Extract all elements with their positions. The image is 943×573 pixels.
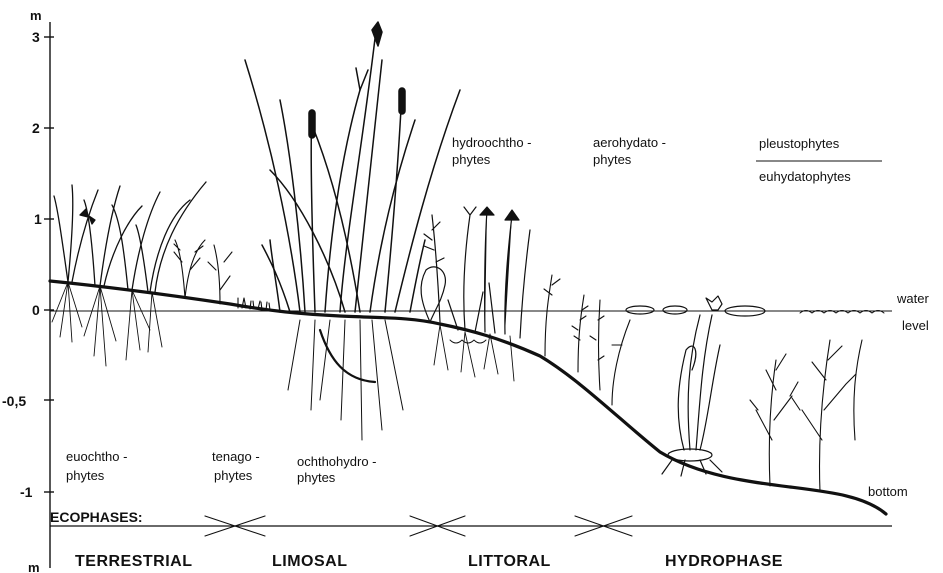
depth-axis: m m 3 2 1 0 -0,5 -1 — [2, 8, 54, 573]
bottom-label: bottom — [868, 484, 908, 499]
label-tenagophytes-2: phytes — [214, 468, 253, 483]
side-annotations: water level bottom ECOPHASES: — [50, 291, 929, 525]
zone-limosal: LIMOSAL — [272, 553, 348, 570]
label-hydroochthophytes-1: hydroochtho - — [452, 135, 532, 150]
aerohydatophyte-plants — [544, 275, 630, 405]
submerged-plants — [750, 340, 862, 492]
zone-littoral: LITTORAL — [468, 553, 551, 570]
label-aerohydatophytes-1: aerohydato - — [593, 135, 666, 150]
littoral-plants — [421, 207, 530, 338]
label-euochthophytes-2: phytes — [66, 468, 105, 483]
axis-tick-3: 3 — [32, 29, 40, 45]
label-tenagophytes-1: tenago - — [212, 449, 260, 464]
bottom-profile — [50, 281, 886, 514]
label-ochthohydrophytes-2: phytes — [297, 470, 336, 485]
water-surface — [50, 311, 892, 314]
label-pleustophytes: pleustophytes — [759, 136, 840, 151]
axis-unit-top: m — [30, 8, 42, 23]
label-euochthophytes-1: euochtho - — [66, 449, 127, 464]
water-level-label-1: water — [896, 291, 929, 306]
axis-unit-bottom: m — [28, 560, 40, 573]
zone-labels: TERRESTRIAL LIMOSAL LITTORAL HYDROPHASE — [75, 553, 783, 570]
zone-hydrophase: HYDROPHASE — [665, 553, 783, 570]
water-level-label-2: level — [902, 318, 929, 333]
label-ochthohydrophytes-1: ochthohydro - — [297, 454, 377, 469]
label-euhydatophytes: euhydatophytes — [759, 169, 851, 184]
label-aerohydatophytes-2: phytes — [593, 152, 632, 167]
floating-leaves — [626, 296, 765, 316]
label-hydroochthophytes-2: phytes — [452, 152, 491, 167]
axis-tick-minus-1: -1 — [20, 484, 33, 500]
axis-tick-2: 2 — [32, 120, 40, 136]
axis-tick-0: 0 — [32, 302, 40, 318]
ecophases-title: ECOPHASES: — [50, 509, 143, 525]
axis-tick-minus-half: -0,5 — [2, 393, 26, 409]
water-lily — [662, 315, 722, 476]
axis-tick-1: 1 — [34, 211, 42, 227]
reed-rhizomes — [288, 320, 403, 440]
terrestrial-roots — [52, 282, 162, 366]
zone-terrestrial: TERRESTRIAL — [75, 553, 193, 570]
ecophase-scale — [50, 516, 892, 536]
ecophase-labels: euochtho - phytes tenago - phytes ochtho… — [66, 135, 882, 485]
